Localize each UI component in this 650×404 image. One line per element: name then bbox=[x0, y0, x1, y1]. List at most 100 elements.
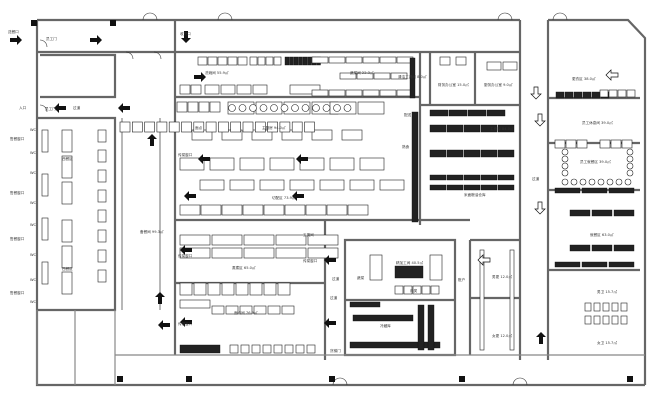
label-west-area: 西餐区 bbox=[62, 156, 73, 161]
walls bbox=[35, 18, 647, 387]
flow-arrow-icon bbox=[477, 254, 491, 266]
counter bbox=[307, 247, 339, 259]
label-mens-wc: 男卫 15.7㎡ bbox=[597, 289, 617, 294]
dish-equipment bbox=[207, 56, 218, 66]
label-kitchen-office: 厨务办公室 9.0㎡ bbox=[484, 82, 513, 87]
steamer bbox=[221, 282, 235, 296]
shelf bbox=[480, 174, 498, 181]
label-sale-window: 售餐窗口 bbox=[10, 136, 25, 141]
steamer bbox=[179, 282, 193, 296]
structural-columns bbox=[31, 20, 633, 382]
toilet bbox=[593, 302, 601, 312]
label-tool-room: 工具间 bbox=[303, 232, 314, 237]
bench bbox=[554, 261, 581, 268]
label-cooked: 熟食 bbox=[402, 144, 410, 149]
steamer bbox=[235, 282, 249, 296]
label-bakery: 面点间 76.9㎡ bbox=[234, 310, 258, 315]
flow-arrow-icon bbox=[292, 191, 304, 201]
label-wc: WC bbox=[30, 278, 37, 282]
flow-arrow-icon bbox=[324, 318, 336, 328]
label-account: 账户 bbox=[458, 277, 466, 282]
shelf bbox=[480, 149, 498, 158]
label-vegetable: 蔬菜间 22.3㎡ bbox=[350, 70, 374, 75]
label-wc: WC bbox=[30, 151, 37, 155]
bench bbox=[608, 89, 618, 98]
shelf bbox=[429, 174, 447, 181]
range bbox=[242, 121, 254, 133]
prep-table bbox=[199, 179, 225, 191]
stool bbox=[626, 169, 634, 177]
veg-rack bbox=[356, 72, 374, 80]
prep-table bbox=[179, 157, 205, 171]
range bbox=[304, 121, 315, 133]
locker-wall bbox=[479, 249, 485, 351]
shelf bbox=[298, 56, 303, 66]
flow-arrow-icon bbox=[180, 317, 192, 327]
door-icon bbox=[153, 51, 162, 60]
label-locker: 更衣区 38.0㎡ bbox=[572, 76, 596, 81]
cabinet bbox=[97, 249, 107, 263]
range bbox=[156, 121, 168, 133]
double-door-icon bbox=[332, 377, 348, 386]
mixer bbox=[295, 344, 305, 354]
range bbox=[218, 121, 229, 133]
shelf bbox=[409, 57, 416, 99]
doors-layer bbox=[39, 12, 568, 386]
burner-icon bbox=[312, 104, 320, 112]
label-dishwash: 洗碗间 55.9㎡ bbox=[205, 70, 229, 75]
shelf bbox=[411, 111, 419, 223]
label-pass-window: 传菜窗口 bbox=[178, 321, 193, 326]
counter bbox=[211, 247, 243, 259]
sink bbox=[394, 285, 404, 295]
flow-arrow-icon bbox=[184, 191, 196, 201]
bench bbox=[581, 261, 608, 268]
steamer bbox=[193, 282, 207, 296]
toilet bbox=[602, 315, 610, 325]
shelf bbox=[463, 174, 481, 181]
prep-table bbox=[379, 179, 405, 191]
stool bbox=[579, 178, 587, 186]
flow-arrow-icon bbox=[536, 332, 546, 344]
label-mens-change: 男更 12.0㎡ bbox=[492, 274, 512, 279]
desk bbox=[502, 61, 518, 71]
veg-rack bbox=[339, 72, 357, 80]
dish-rack bbox=[265, 56, 274, 66]
label-serving-port: 送餐口 bbox=[8, 29, 19, 34]
burner-icon bbox=[249, 104, 257, 112]
table bbox=[61, 219, 73, 243]
door-icon bbox=[39, 39, 48, 48]
shelf bbox=[497, 124, 515, 133]
flow-arrow-icon bbox=[605, 69, 619, 81]
equipment-layer bbox=[41, 56, 636, 354]
flow-arrow-icon bbox=[194, 72, 206, 82]
dish-equipment bbox=[217, 56, 228, 66]
veg-rack bbox=[379, 89, 397, 97]
stool bbox=[606, 178, 614, 186]
flow-arrow-icon bbox=[118, 103, 130, 113]
table bbox=[61, 271, 73, 295]
shelf-table bbox=[275, 234, 307, 246]
shelf bbox=[349, 341, 441, 349]
label-cold-store: 冷藏库 bbox=[380, 323, 391, 328]
door-icon bbox=[125, 51, 134, 60]
burner-icon bbox=[259, 104, 268, 112]
dining-table bbox=[613, 244, 635, 252]
label-corridor-low: 过道 bbox=[332, 276, 340, 281]
label-staff-door: 员工门 bbox=[46, 36, 57, 41]
double-door-icon bbox=[512, 377, 528, 386]
veg-rack bbox=[390, 72, 408, 80]
dining-table bbox=[613, 209, 635, 217]
shelf-table bbox=[243, 234, 275, 246]
label-wc: WC bbox=[30, 128, 37, 132]
table bbox=[61, 129, 73, 153]
double-door-icon bbox=[552, 12, 568, 21]
table bbox=[61, 245, 73, 269]
shelf bbox=[429, 124, 447, 133]
shelf bbox=[446, 184, 464, 191]
counter bbox=[236, 84, 252, 95]
stove bbox=[187, 101, 199, 113]
mixer bbox=[229, 344, 239, 354]
flow-arrow-icon bbox=[158, 320, 170, 330]
stove bbox=[176, 101, 188, 113]
label-receiving-port: 收货口 bbox=[180, 31, 191, 36]
